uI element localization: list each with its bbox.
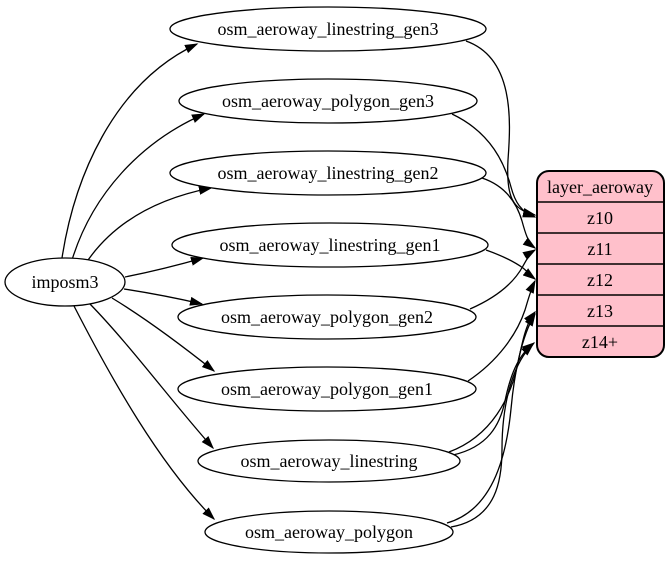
table-label: osm_aeroway_polygon_gen3 — [222, 91, 434, 111]
layer-row-z11: z11 — [587, 239, 612, 259]
edge-imposm3-polygon-gen1 — [111, 297, 216, 372]
edge-polygon-gen1-z12 — [467, 279, 536, 382]
table-ellipse — [197, 439, 461, 483]
layer-row-z12: z12 — [587, 270, 613, 290]
edge-linestring-gen1-z12 — [485, 249, 537, 280]
edge-polygon-z13 — [446, 312, 536, 524]
table-node-osm-aeroway-polygon-gen1: osm_aeroway_polygon_gen1 — [177, 366, 477, 412]
edge-imposm3-linestring-gen1 — [124, 256, 205, 278]
table-ellipse — [177, 366, 477, 412]
edge-polygon-gen2-z11 — [469, 249, 537, 310]
edge-linestring-gen2-z11 — [481, 177, 537, 249]
table-node-osm-aeroway-linestring: osm_aeroway_linestring — [197, 439, 461, 483]
table-node-osm-aeroway-polygon: osm_aeroway_polygon — [204, 510, 454, 554]
table-node-osm-aeroway-polygon-gen3: osm_aeroway_polygon_gen3 — [178, 78, 478, 124]
edge-linestring-z14 — [452, 342, 536, 456]
edge-linestring-gen3-z10 — [465, 40, 537, 217]
table-label: osm_aeroway_linestring_gen1 — [220, 235, 441, 255]
layer-row-z10: z10 — [587, 208, 613, 228]
table-ellipse — [171, 222, 489, 268]
table-ellipse — [169, 150, 487, 196]
table-label: osm_aeroway_polygon_gen2 — [221, 307, 433, 327]
table-node-osm-aeroway-linestring-gen1: osm_aeroway_linestring_gen1 — [171, 222, 489, 268]
table-ellipse — [178, 78, 478, 124]
table-label: osm_aeroway_polygon_gen1 — [221, 379, 433, 399]
edge-imposm3-polygon-gen3 — [71, 113, 206, 261]
edge-imposm3-polygon — [73, 305, 216, 521]
table-node-osm-aeroway-polygon-gen2: osm_aeroway_polygon_gen2 — [177, 294, 477, 340]
layer-row-z13: z13 — [587, 301, 613, 321]
table-label: osm_aeroway_linestring_gen3 — [218, 19, 439, 39]
table-label: osm_aeroway_polygon — [245, 522, 413, 542]
table-label: osm_aeroway_linestring_gen2 — [218, 163, 439, 183]
edge-polygon-z14 — [450, 342, 535, 528]
edge-polygon-gen3-z10 — [451, 113, 537, 218]
edges-to-layer — [446, 40, 537, 528]
table-ellipse — [169, 6, 487, 52]
table-label: osm_aeroway_linestring — [241, 451, 418, 471]
table-node-osm-aeroway-linestring-gen2: osm_aeroway_linestring_gen2 — [169, 150, 487, 196]
table-node-osm-aeroway-linestring-gen3: osm_aeroway_linestring_gen3 — [169, 6, 487, 52]
imposm3-node: imposm3 — [4, 257, 126, 307]
imposm3-ellipse — [4, 257, 126, 307]
table-ellipse — [177, 294, 477, 340]
layer-aeroway-title: layer_aeroway — [547, 177, 653, 197]
table-ellipse — [204, 510, 454, 554]
edge-imposm3-polygon-gen2 — [123, 288, 204, 306]
edge-imposm3-linestring-gen2 — [85, 185, 213, 264]
layer-aeroway-node: layer_aeroway z10 z11 z12 z13 z14+ — [536, 170, 665, 358]
imposm3-label: imposm3 — [31, 272, 98, 292]
edge-imposm3-linestring — [89, 303, 214, 450]
edges-from-source — [61, 43, 216, 521]
edge-imposm3-linestring-gen3 — [61, 43, 199, 259]
layer-row-z14: z14+ — [582, 332, 618, 352]
